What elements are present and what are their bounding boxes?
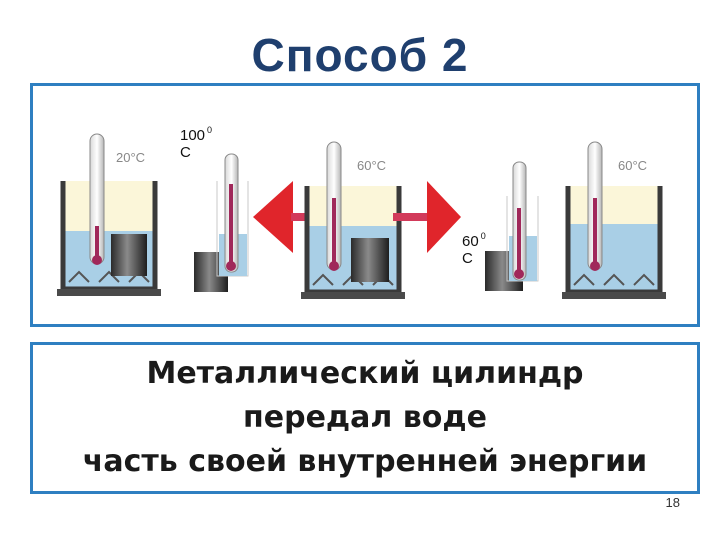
experiment-drawing: 20°C 60°C [57, 133, 666, 299]
conclusion-line-2: передал воде [243, 400, 487, 435]
slide-number: 18 [665, 495, 680, 510]
right-arrow [393, 181, 461, 253]
temp-unit: C [180, 144, 191, 161]
thermometer-2 [326, 141, 342, 271]
degree-sign: 0 [207, 125, 213, 135]
beaker-3-temp-label: 60°C [618, 158, 647, 173]
beaker-3 [562, 186, 666, 299]
degree-sign: 0 [480, 231, 486, 241]
metal-cylinder [111, 234, 147, 276]
beaker-1 [57, 181, 161, 296]
slide-title: Способ 2 [251, 29, 469, 81]
conclusion-line-1: Металлический цилиндр [146, 356, 584, 391]
beaker-2 [301, 186, 405, 299]
temp-unit: C [462, 250, 473, 267]
cooled-cylinder-thermometer [485, 161, 539, 291]
experiment-illustration: 20°C 60°C [30, 83, 700, 327]
hot-cylinder-thermometer [194, 153, 249, 292]
conclusion-box: Металлический цилиндр передал воде часть… [30, 342, 700, 494]
thermometer-3 [587, 141, 603, 271]
conclusion-line-3: часть своей внутренней энергии [82, 444, 648, 479]
beaker-1-temp-label: 20°C [116, 150, 145, 165]
temp-value: 60 [462, 233, 479, 250]
metal-cylinder [351, 238, 389, 282]
thermometer-1 [89, 133, 105, 265]
beaker-2-temp-label: 60°C [357, 158, 386, 173]
temp-value: 100 [180, 127, 206, 144]
